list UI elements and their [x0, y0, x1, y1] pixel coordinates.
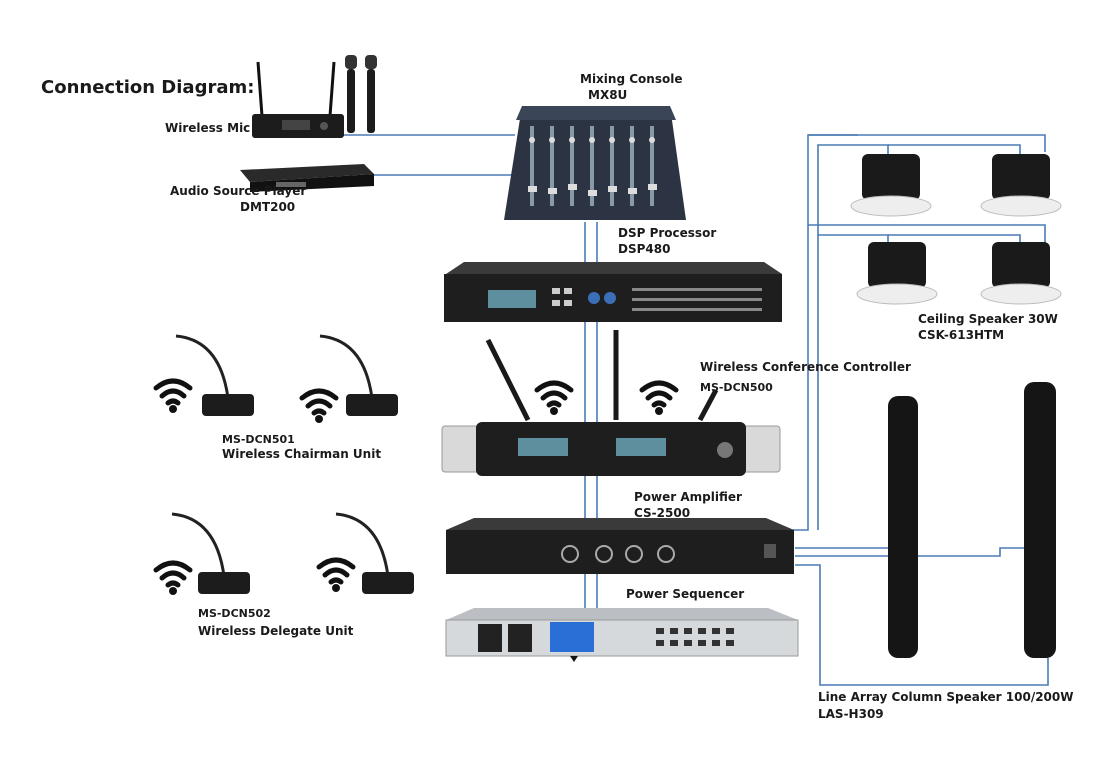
label-chairman-model: MS-DCN501 — [222, 433, 295, 446]
label-mixing-console-model: MX8U — [588, 88, 628, 102]
ceiling-speaker-icon — [850, 150, 932, 224]
label-conference-controller: Wireless Conference Controller — [700, 360, 911, 374]
label-power-amplifier-model: CS-2500 — [634, 506, 691, 520]
wireless-mic-icon — [248, 60, 348, 150]
label-delegate-unit: Wireless Delegate Unit — [198, 624, 354, 638]
wifi-icon — [298, 384, 340, 428]
wifi-icon — [533, 376, 575, 420]
label-mixing-console: Mixing Console — [580, 72, 683, 86]
diagram-title: Connection Diagram: — [41, 77, 255, 98]
label-line-array: Line Array Column Speaker 100/200W — [818, 690, 1074, 704]
dsp-processor-icon — [442, 260, 784, 328]
label-audio-source-player-model: DMT200 — [240, 200, 296, 214]
label-power-sequencer: Power Sequencer — [626, 587, 745, 601]
label-audio-source-player: Audio Source Player — [170, 184, 307, 198]
gooseneck-mic-icon — [168, 508, 258, 602]
power-amplifier-icon — [444, 516, 796, 580]
line-array-speaker-icon — [1022, 380, 1058, 666]
wifi-icon — [152, 374, 194, 418]
label-power-amplifier: Power Amplifier — [634, 490, 742, 504]
ceiling-speaker-icon — [856, 238, 938, 312]
label-ceiling-speaker-model: CSK-613HTM — [918, 328, 1005, 342]
handheld-mic-icon — [343, 55, 383, 143]
gooseneck-mic-icon — [316, 330, 406, 424]
wifi-icon — [315, 553, 357, 597]
ceiling-speaker-icon — [980, 238, 1062, 312]
wifi-icon — [152, 556, 194, 600]
label-dsp-processor-model: DSP480 — [618, 242, 671, 256]
audio-player-icon — [236, 160, 376, 198]
line-array-speaker-icon — [886, 394, 920, 666]
gooseneck-mic-icon — [332, 508, 422, 602]
label-ceiling-speaker: Ceiling Speaker 30W — [918, 312, 1058, 326]
conference-controller-icon — [440, 330, 782, 484]
ceiling-speaker-icon — [980, 150, 1062, 224]
label-delegate-model: MS-DCN502 — [198, 607, 271, 620]
power-sequencer-icon — [444, 606, 800, 670]
wifi-icon — [638, 376, 680, 420]
mixing-console-icon — [500, 100, 690, 230]
gooseneck-mic-icon — [172, 330, 262, 424]
label-dsp-processor: DSP Processor — [618, 226, 717, 240]
label-chairman-unit: Wireless Chairman Unit — [222, 447, 382, 461]
label-conference-controller-model: MS-DCN500 — [700, 381, 773, 394]
label-line-array-model: LAS-H309 — [818, 707, 884, 721]
label-wireless-mic: Wireless Mic — [165, 121, 251, 135]
